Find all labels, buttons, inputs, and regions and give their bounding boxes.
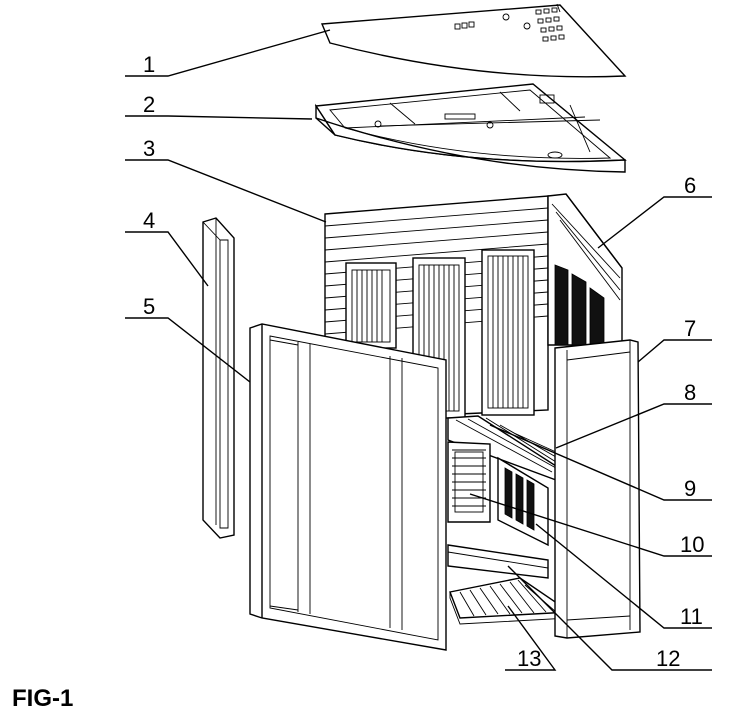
figure-label: FIG-1 bbox=[12, 685, 73, 712]
part-label-13: 13 bbox=[517, 646, 541, 671]
heater-panel-right bbox=[481, 249, 535, 416]
leader-line-11 bbox=[535, 523, 712, 629]
control-buttons-icon bbox=[454, 3, 565, 42]
part-label-5: 5 bbox=[143, 294, 155, 319]
leader-line-8 bbox=[555, 403, 712, 449]
part-label-9: 9 bbox=[684, 476, 696, 501]
part-label-3: 3 bbox=[143, 136, 155, 161]
heater-panel-left bbox=[345, 262, 397, 349]
part-label-10: 10 bbox=[680, 532, 704, 557]
roof-panel bbox=[320, 3, 627, 78]
leader-line-12 bbox=[507, 565, 712, 671]
part-label-8: 8 bbox=[684, 380, 696, 405]
leader-line-5 bbox=[125, 317, 251, 383]
lower-wall-panel bbox=[447, 441, 491, 523]
part-label-7: 7 bbox=[684, 316, 696, 341]
part-label-4: 4 bbox=[143, 208, 155, 233]
leader-lines bbox=[125, 29, 712, 671]
part-labels: 1 2 3 4 5 6 7 8 9 10 11 12 13 bbox=[143, 52, 704, 671]
part-label-12: 12 bbox=[656, 646, 680, 671]
right-wall-panel bbox=[554, 339, 641, 639]
floor-grate bbox=[449, 577, 573, 625]
part-label-6: 6 bbox=[684, 173, 696, 198]
leader-line-7 bbox=[637, 339, 712, 363]
part-label-1: 1 bbox=[143, 52, 155, 77]
door-frame bbox=[202, 217, 235, 539]
leader-line-9 bbox=[489, 424, 712, 501]
leader-line-1 bbox=[125, 29, 331, 77]
leader-line-2 bbox=[125, 115, 313, 120]
part-label-2: 2 bbox=[143, 92, 155, 117]
door bbox=[249, 323, 447, 651]
floor-base bbox=[447, 544, 549, 579]
part-label-11: 11 bbox=[680, 604, 703, 629]
leader-line-10 bbox=[469, 493, 712, 557]
side-wall bbox=[547, 193, 623, 346]
ceiling-frame bbox=[314, 83, 627, 173]
leader-line-3 bbox=[125, 159, 327, 223]
leader-line-13 bbox=[505, 605, 557, 671]
leader-line-4 bbox=[125, 231, 209, 287]
leader-line-6 bbox=[597, 196, 712, 249]
